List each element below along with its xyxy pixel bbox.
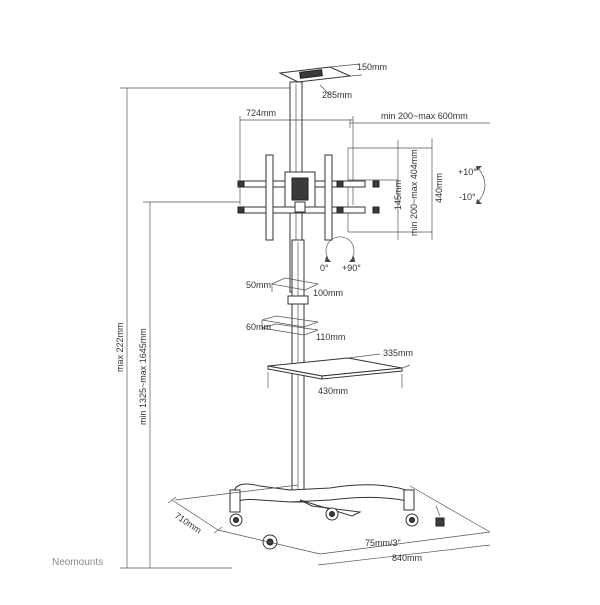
rotation-indicator — [325, 236, 355, 262]
caster-size-label: 75mm/3" — [365, 538, 401, 548]
height-range-label: min 1325~max 1645mm — [138, 328, 148, 425]
tilt-indicator — [476, 166, 486, 204]
brand-logo: Neomounts — [52, 557, 103, 568]
footprint-dimension — [167, 484, 491, 566]
max-height-label: max 222mm — [115, 322, 125, 372]
rotation-max-label: +90° — [342, 263, 361, 273]
rotation-min-label: 0° — [320, 263, 329, 273]
tv-mount-brackets — [237, 154, 380, 241]
overall-height-dimension — [120, 87, 300, 569]
top-plate-depth-label: 285mm — [322, 90, 352, 100]
vesa-frame-outline — [347, 138, 433, 240]
shelf-depth-label: 335mm — [383, 348, 413, 358]
upper-clamp-width-label: 100mm — [313, 288, 343, 298]
mount-width-label: 724mm — [246, 108, 276, 118]
base-depth-label: 710mm — [173, 510, 203, 535]
mount-height-label: 440mm — [434, 173, 444, 203]
base-width-label: 840mm — [392, 553, 422, 563]
bracket-spacing-label: 145mm — [393, 180, 403, 210]
base-frame — [229, 483, 415, 517]
lower-clamp-height-label: 60mm — [246, 322, 271, 332]
shelf-width-label: 430mm — [318, 386, 348, 396]
upper-clamp-dimension — [270, 277, 320, 292]
vesa-vertical-label: min 200~max 404mm — [409, 149, 419, 236]
lower-clamp-dimension — [261, 315, 319, 336]
vesa-horizontal-label: min 200~max 600mm — [381, 111, 468, 121]
mount-width-dimension — [239, 116, 354, 205]
vesa-horizontal-dimension — [349, 119, 490, 128]
shelf — [267, 353, 411, 388]
upper-clamp — [287, 295, 309, 305]
top-plate — [278, 63, 363, 96]
tilt-down-label: -10° — [459, 192, 476, 202]
lower-clamp-width-label: 110mm — [316, 332, 345, 342]
tilt-up-label: +10° — [458, 167, 477, 177]
top-plate-width-label: 150mm — [357, 62, 387, 72]
upper-clamp-height-label: 50mm — [246, 280, 271, 290]
